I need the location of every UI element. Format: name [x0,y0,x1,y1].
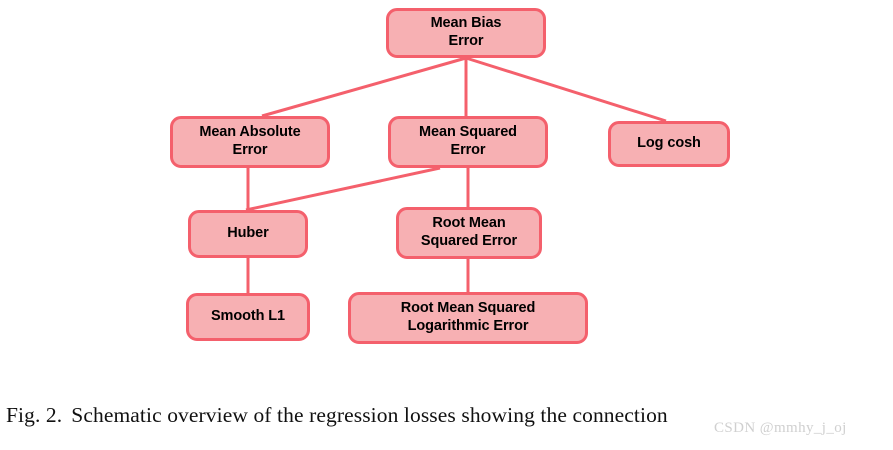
edge-mbe-mae [261,56,467,118]
node-label-root-mean-squared-logarithmic-error: Root Mean Squared Logarithmic Error [400,300,536,334]
node-log-cosh[interactable]: Log cosh [608,121,730,167]
node-mean-absolute-error[interactable]: Mean Absolute Error [170,116,330,168]
edge-mbe-logcosh [465,56,667,123]
figure-number: Fig. 2. [6,403,63,427]
node-mean-bias-error[interactable]: Mean Bias Error [386,8,546,58]
figure-caption: Fig. 2. Schematic overview of the regress… [0,403,893,443]
watermark: CSDN @mmhy_j_oj [714,420,847,436]
node-label-huber: Huber [227,225,269,242]
edge-mse-huber [245,166,441,212]
node-root-mean-squared-error[interactable]: Root Mean Squared Error [396,207,542,259]
node-label-mean-bias-error: Mean Bias Error [430,15,502,49]
node-label-root-mean-squared-error: Root Mean Squared Error [420,215,518,249]
node-label-mean-squared-error: Mean Squared Error [419,124,517,158]
node-huber[interactable]: Huber [188,210,308,258]
node-root-mean-squared-logarithmic-error[interactable]: Root Mean Squared Logarithmic Error [348,292,588,344]
node-mean-squared-error[interactable]: Mean Squared Error [388,116,548,168]
node-smooth-l1[interactable]: Smooth L1 [186,293,310,341]
figure-caption-text: Schematic overview of the regression los… [71,403,668,427]
node-label-mean-absolute-error: Mean Absolute Error [199,124,301,158]
node-label-log-cosh: Log cosh [637,135,701,152]
node-label-smooth-l1: Smooth L1 [210,308,285,325]
